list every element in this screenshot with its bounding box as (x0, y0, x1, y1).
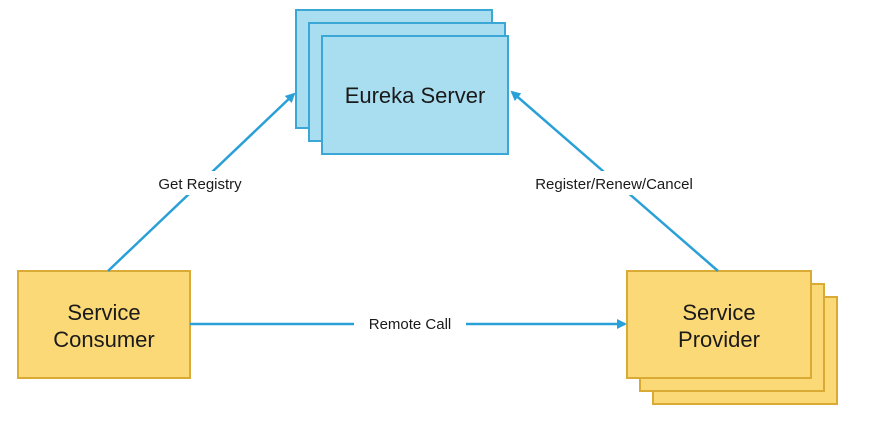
service-consumer-label-line2: Consumer (53, 327, 154, 352)
service-consumer-node: Service Consumer (17, 270, 191, 379)
remote-call-label-bg (354, 313, 466, 335)
eureka-server-box (321, 35, 509, 155)
service-provider-node: Service Provider (626, 270, 838, 405)
register-renew-cancel-label: Register/Renew/Cancel (535, 176, 693, 193)
eureka-server-node: Eureka Server (295, 9, 509, 155)
get-registry-edge: Get Registry (107, 92, 296, 272)
get-registry-label-bg (143, 171, 257, 195)
get-registry-label: Get Registry (158, 176, 242, 193)
service-consumer-box (17, 270, 191, 379)
register-renew-cancel-label-bg (514, 171, 714, 195)
service-provider-label-line1: Service (682, 300, 755, 325)
remote-call-label: Remote Call (369, 316, 452, 333)
register-renew-cancel-edge: Register/Renew/Cancel (510, 90, 719, 272)
eureka-server-label: Eureka Server (345, 83, 486, 108)
service-provider-label-line2: Provider (678, 327, 760, 352)
service-provider-box (626, 270, 812, 379)
service-consumer-label-line1: Service (67, 300, 140, 325)
remote-call-edge: Remote Call (190, 313, 627, 335)
